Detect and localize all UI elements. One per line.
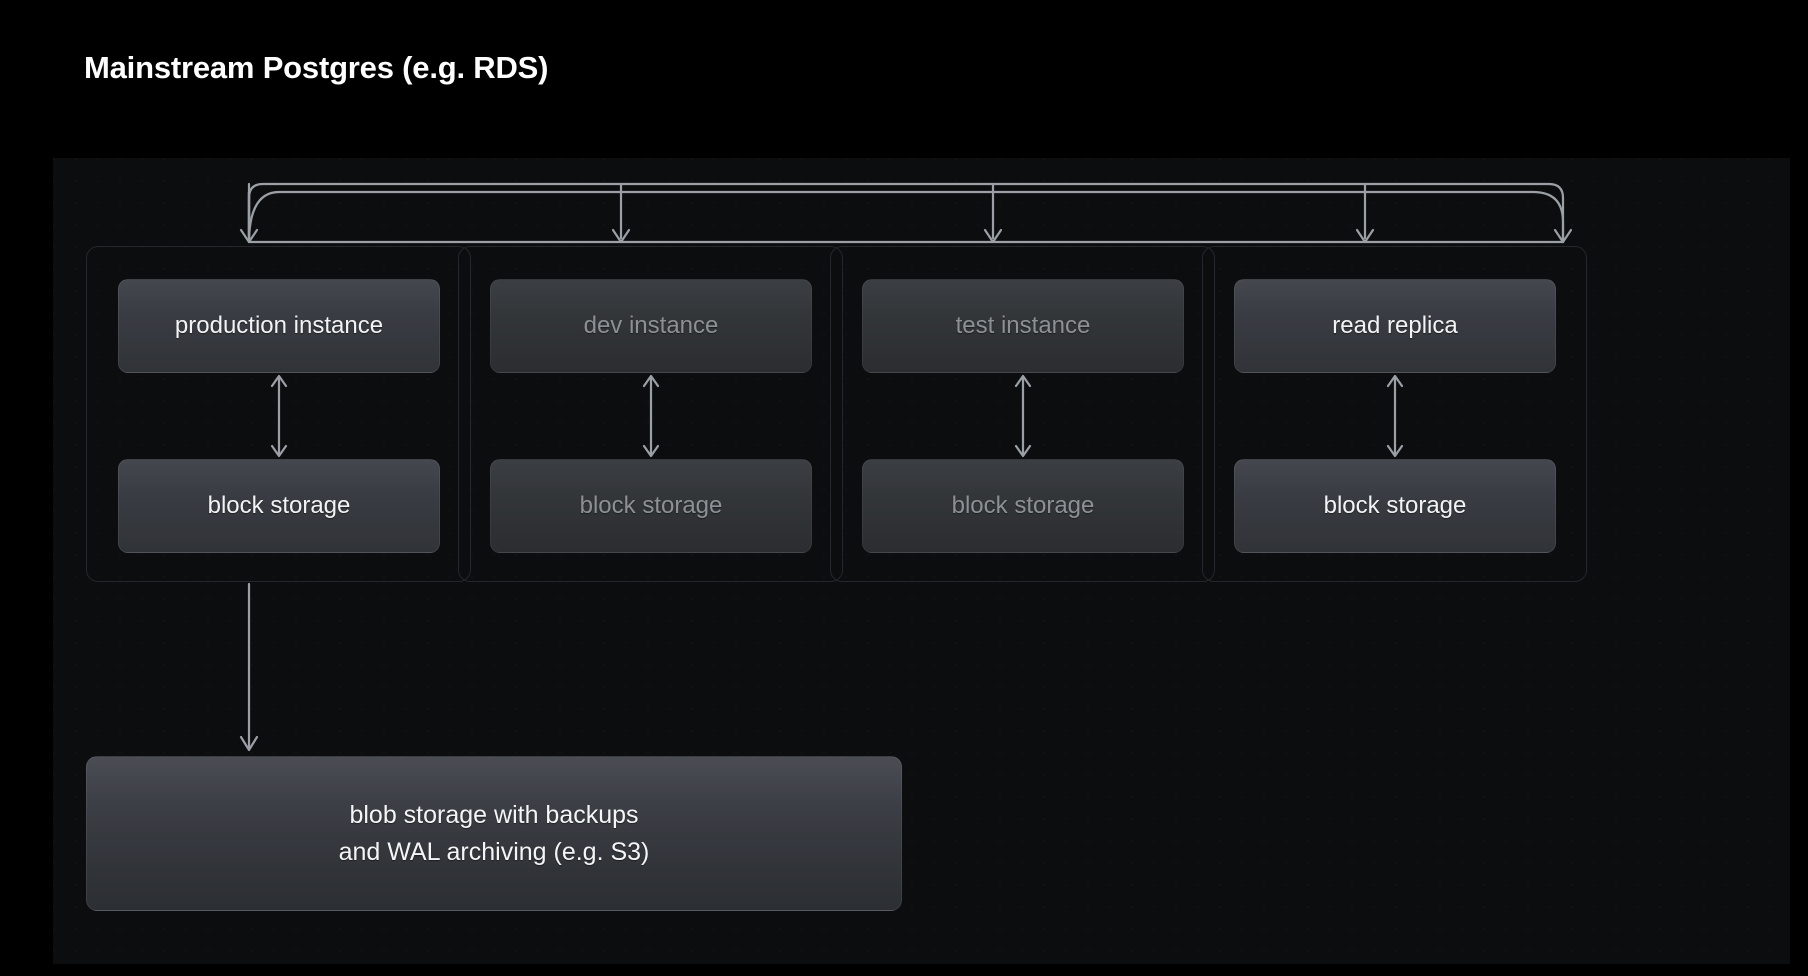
node-test-block-storage[interactable]: block storage <box>862 459 1184 553</box>
group-dev: dev instance block storage <box>458 246 843 582</box>
diagram-panel: production instance block storage dev in… <box>53 158 1790 964</box>
node-blob-storage[interactable]: blob storage with backups and WAL archiv… <box>86 756 902 911</box>
node-production-instance[interactable]: production instance <box>118 279 440 373</box>
group-read-replica: read replica block storage <box>1202 246 1587 582</box>
page-title: Mainstream Postgres (e.g. RDS) <box>84 50 549 85</box>
group-production: production instance block storage <box>86 246 471 582</box>
node-test-instance[interactable]: test instance <box>862 279 1184 373</box>
link-dev-bidirectional <box>642 374 659 458</box>
node-production-block-storage[interactable]: block storage <box>118 459 440 553</box>
node-dev-block-storage[interactable]: block storage <box>490 459 812 553</box>
group-test: test instance block storage <box>830 246 1215 582</box>
connector-production-to-blob <box>239 582 259 752</box>
blob-storage-line-2: and WAL archiving (e.g. S3) <box>338 838 650 866</box>
node-read-replica-block-storage[interactable]: block storage <box>1234 459 1556 553</box>
link-production-bidirectional <box>270 374 287 458</box>
link-read-replica-bidirectional <box>1386 374 1403 458</box>
link-test-bidirectional <box>1014 374 1031 458</box>
node-read-replica[interactable]: read replica <box>1234 279 1556 373</box>
blob-storage-line-1: blob storage with backups <box>349 800 639 829</box>
node-dev-instance[interactable]: dev instance <box>490 279 812 373</box>
